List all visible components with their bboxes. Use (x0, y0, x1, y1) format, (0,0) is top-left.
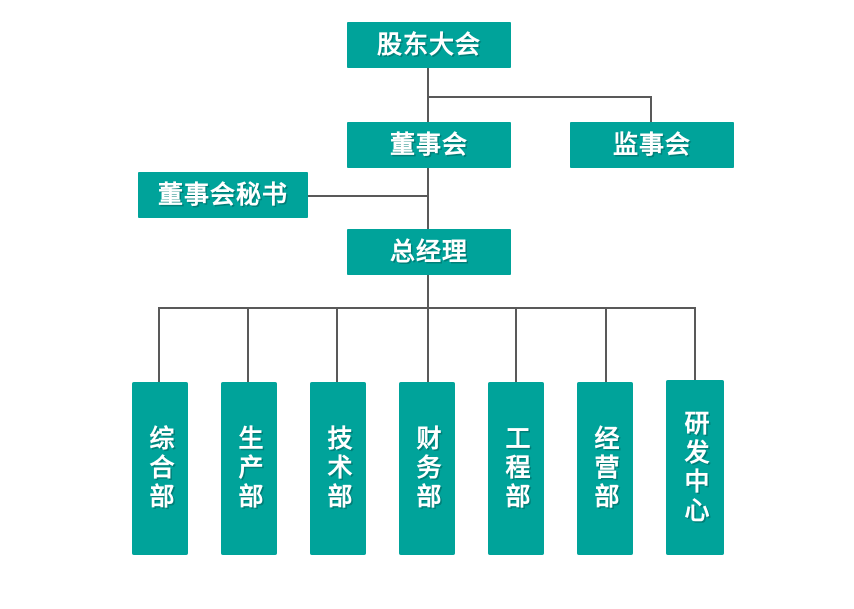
connector-shareholders-down (427, 68, 429, 98)
node-department-engineering[interactable]: 工程部 (488, 382, 544, 555)
connector-department-drop-4 (427, 307, 429, 382)
node-department-comprehensive[interactable]: 综合部 (132, 382, 188, 555)
node-general-manager[interactable]: 总经理 (347, 229, 511, 275)
node-board-secretary[interactable]: 董事会秘书 (138, 172, 308, 218)
node-department-technology[interactable]: 技术部 (310, 382, 366, 555)
node-department-production[interactable]: 生产部 (221, 382, 277, 555)
connector-department-drop-7 (694, 307, 696, 382)
connector-secretary-link (307, 195, 428, 197)
connector-directors-down (427, 96, 429, 123)
node-board-of-supervisors[interactable]: 监事会 (570, 122, 734, 168)
connector-department-drop-5 (515, 307, 517, 382)
connector-department-drop-2 (247, 307, 249, 382)
node-department-operations[interactable]: 经营部 (577, 382, 633, 555)
node-department-finance[interactable]: 财务部 (399, 382, 455, 555)
connector-directors-to-gm (427, 168, 429, 230)
connector-department-drop-3 (336, 307, 338, 382)
node-board-of-directors[interactable]: 董事会 (347, 122, 511, 168)
connector-supervisors-down (650, 96, 652, 123)
node-shareholders-meeting[interactable]: 股东大会 (347, 22, 511, 68)
connector-gm-down (427, 275, 429, 309)
connector-level2-bus (427, 96, 652, 98)
node-department-rnd-center[interactable]: 研发中心 (666, 380, 724, 555)
connector-department-drop-1 (158, 307, 160, 382)
connector-department-drop-6 (605, 307, 607, 382)
